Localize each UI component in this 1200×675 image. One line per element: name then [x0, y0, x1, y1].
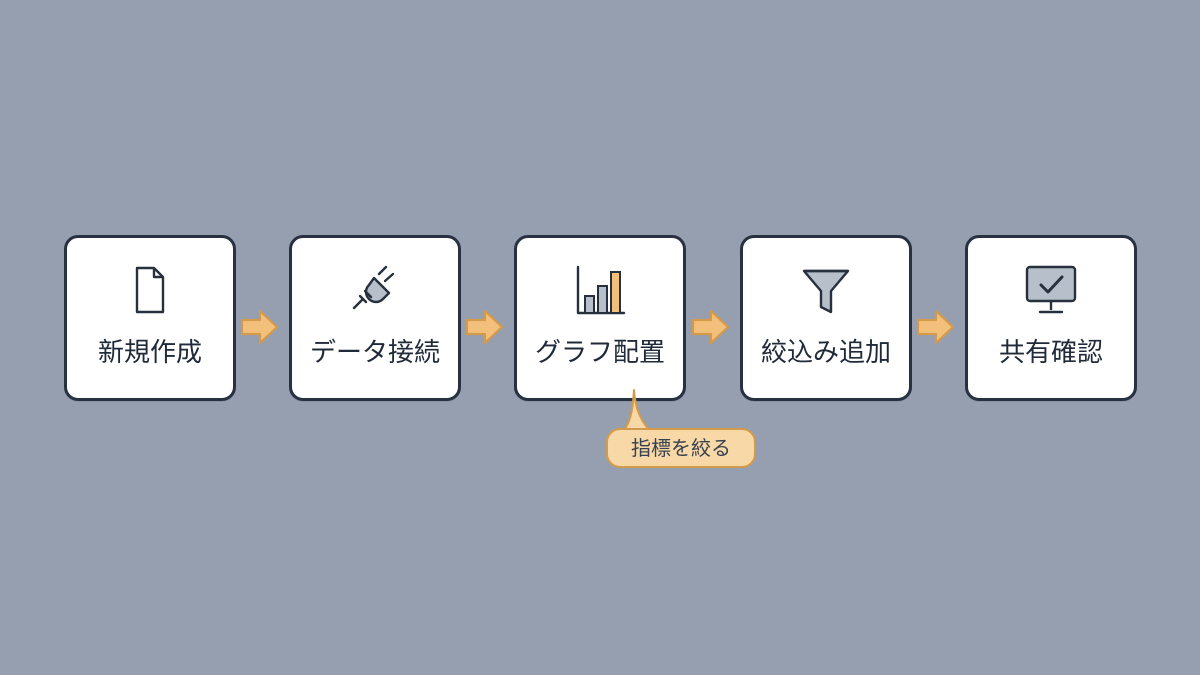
step-connect: データ接続: [289, 235, 461, 401]
funnel-icon: [796, 262, 856, 318]
step-new: 新規作成: [64, 235, 236, 401]
bar-chart-icon: [570, 262, 630, 318]
step-label: 新規作成: [97, 338, 202, 368]
step-label: 共有確認: [998, 338, 1103, 368]
step-share: 共有確認: [965, 235, 1137, 401]
plug-icon: [345, 262, 405, 318]
callout-text: 指標を絞る: [631, 436, 731, 460]
arrow-right-icon: [915, 307, 957, 347]
step-label: グラフ配置: [534, 338, 665, 368]
step-filter: 絞込み追加: [740, 235, 912, 401]
callout-pointer: [623, 389, 650, 431]
monitor-check-icon: [1021, 262, 1081, 318]
step-label: データ接続: [309, 338, 440, 368]
arrow-right-icon: [690, 307, 732, 347]
annotation-callout: 指標を絞る: [606, 428, 756, 468]
step-label: 絞込み追加: [760, 338, 891, 368]
document-icon: [120, 262, 180, 318]
arrow-right-icon: [464, 307, 506, 347]
step-chart: グラフ配置: [514, 235, 686, 401]
arrow-right-icon: [239, 307, 281, 347]
